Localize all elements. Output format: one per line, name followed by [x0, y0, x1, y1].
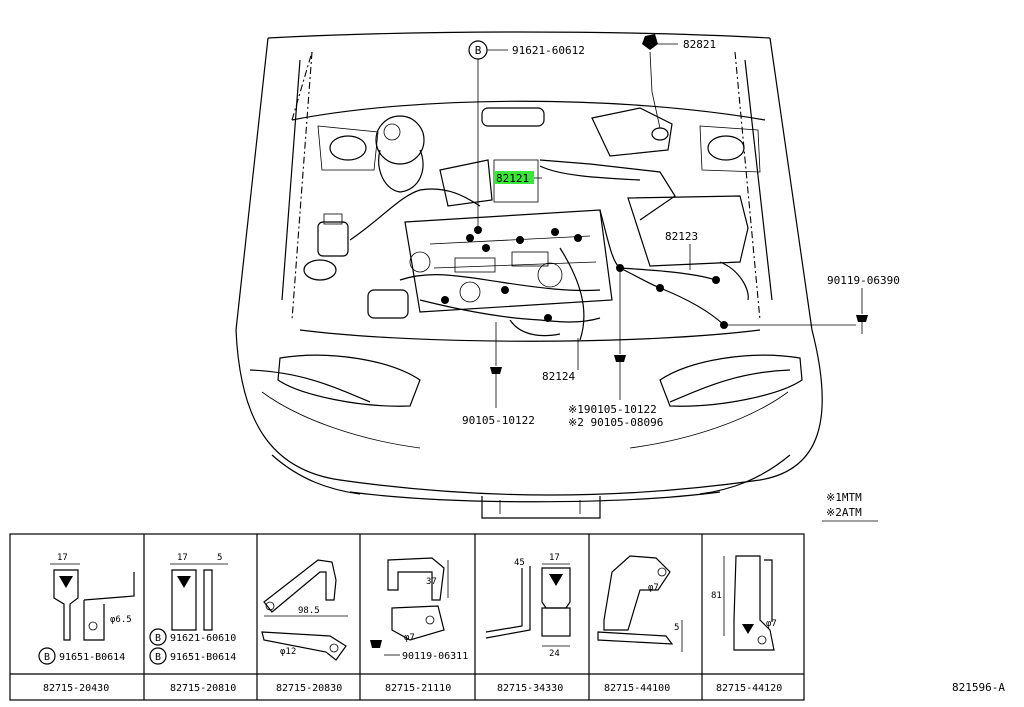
dim-label: 17: [177, 553, 188, 563]
legend: ※1MTM ※2ATM: [822, 491, 878, 522]
bolt-right-icon: [856, 315, 868, 322]
callout-91621-60612: 91621-60612: [512, 44, 585, 57]
table-cell-1: 17 φ6.5 B 91651-B0614 82715-20430: [38, 553, 135, 694]
b-circle-letter: B: [155, 633, 161, 644]
part-number: 82715-34330: [497, 683, 563, 694]
dim-label: φ12: [280, 647, 296, 657]
dim-label: φ7: [648, 583, 659, 593]
dim-label: φ6.5: [110, 615, 132, 625]
bracket-hole-icon: [59, 576, 73, 588]
legend-atm: ※2ATM: [826, 506, 862, 519]
car-body-drawing: [235, 31, 823, 519]
callout-label: 91621-60610: [170, 633, 236, 644]
dim-label: 37: [426, 577, 437, 587]
illustration-number: 821596-A: [952, 681, 1005, 694]
table-cell-6: φ7 5 82715-44100: [597, 555, 683, 694]
callout-label: 91651-B0614: [59, 652, 125, 663]
dim-label: 5: [217, 553, 222, 563]
bolt-note-icon: [614, 355, 626, 362]
b-circle-icon: [149, 647, 167, 665]
part-number: 82715-20430: [43, 683, 109, 694]
callout-82821: 82821: [683, 38, 716, 51]
table-cell-4: 37 φ7 90119-06311 82715-21110: [370, 557, 468, 694]
callout-label: 90119-06311: [402, 651, 468, 662]
dim-label: 81: [711, 591, 722, 601]
part-number: 82715-21110: [385, 683, 451, 694]
bolt-icon: [370, 640, 382, 648]
callout-label: 91651-B0614: [170, 652, 236, 663]
bracket-hole-icon: [742, 624, 754, 634]
callout-82124: 82124: [542, 370, 575, 383]
highlight-82121: [494, 171, 534, 184]
table-cell-3: 98.5 φ12 82715-20830: [261, 559, 348, 694]
table-cell-5: 45 17 24 82715-34330: [485, 553, 571, 694]
callout-82123: 82123: [665, 230, 698, 243]
bolt-bottom-left-icon: [490, 367, 502, 374]
table-cell-2: 17 5 B 91621-60610 B 91651-B0614 82715-2…: [149, 553, 236, 694]
part-number: 82715-44100: [604, 683, 670, 694]
callout-90105-10122: 90105-10122: [462, 414, 535, 427]
table-cell-7: 81 φ7 82715-44120: [711, 555, 782, 694]
b-circle-letter: B: [155, 652, 161, 663]
bracket-hole-icon: [177, 576, 191, 588]
dim-label: 17: [57, 553, 68, 563]
b-circle-icon: [38, 647, 56, 665]
dim-label: φ7: [766, 619, 777, 629]
grommet-icon: [642, 34, 658, 50]
callout-82121: 82121: [496, 172, 529, 185]
dim-label: 17: [549, 553, 560, 563]
bolt-b-circle-letter: B: [475, 44, 482, 57]
b-circle-icon: [149, 628, 167, 646]
dim-label: 45: [514, 558, 525, 568]
part-number: 82715-44120: [716, 683, 782, 694]
dim-label: φ7: [404, 633, 415, 643]
callout-90119-06390: 90119-06390: [827, 274, 900, 287]
part-number: 82715-20830: [276, 683, 342, 694]
dim-label: 98.5: [298, 606, 320, 616]
bracket-hole-icon: [549, 574, 563, 586]
callouts: B 91621-60612 82821 82121 82123 90119-06…: [462, 34, 900, 429]
b-circle-letter: B: [44, 652, 50, 663]
callout-note-2: ※2 90105-08096: [568, 416, 663, 429]
callout-note-1: ※190105-10122: [568, 403, 657, 416]
engine-components-drawing: [303, 107, 749, 341]
dim-label: 24: [549, 649, 560, 659]
bracket-table: 17 φ6.5 B 91651-B0614 82715-20430 17 5 B…: [9, 533, 805, 701]
legend-mtm: ※1MTM: [826, 491, 862, 504]
part-number: 82715-20810: [170, 683, 236, 694]
dim-label: 5: [674, 623, 679, 633]
